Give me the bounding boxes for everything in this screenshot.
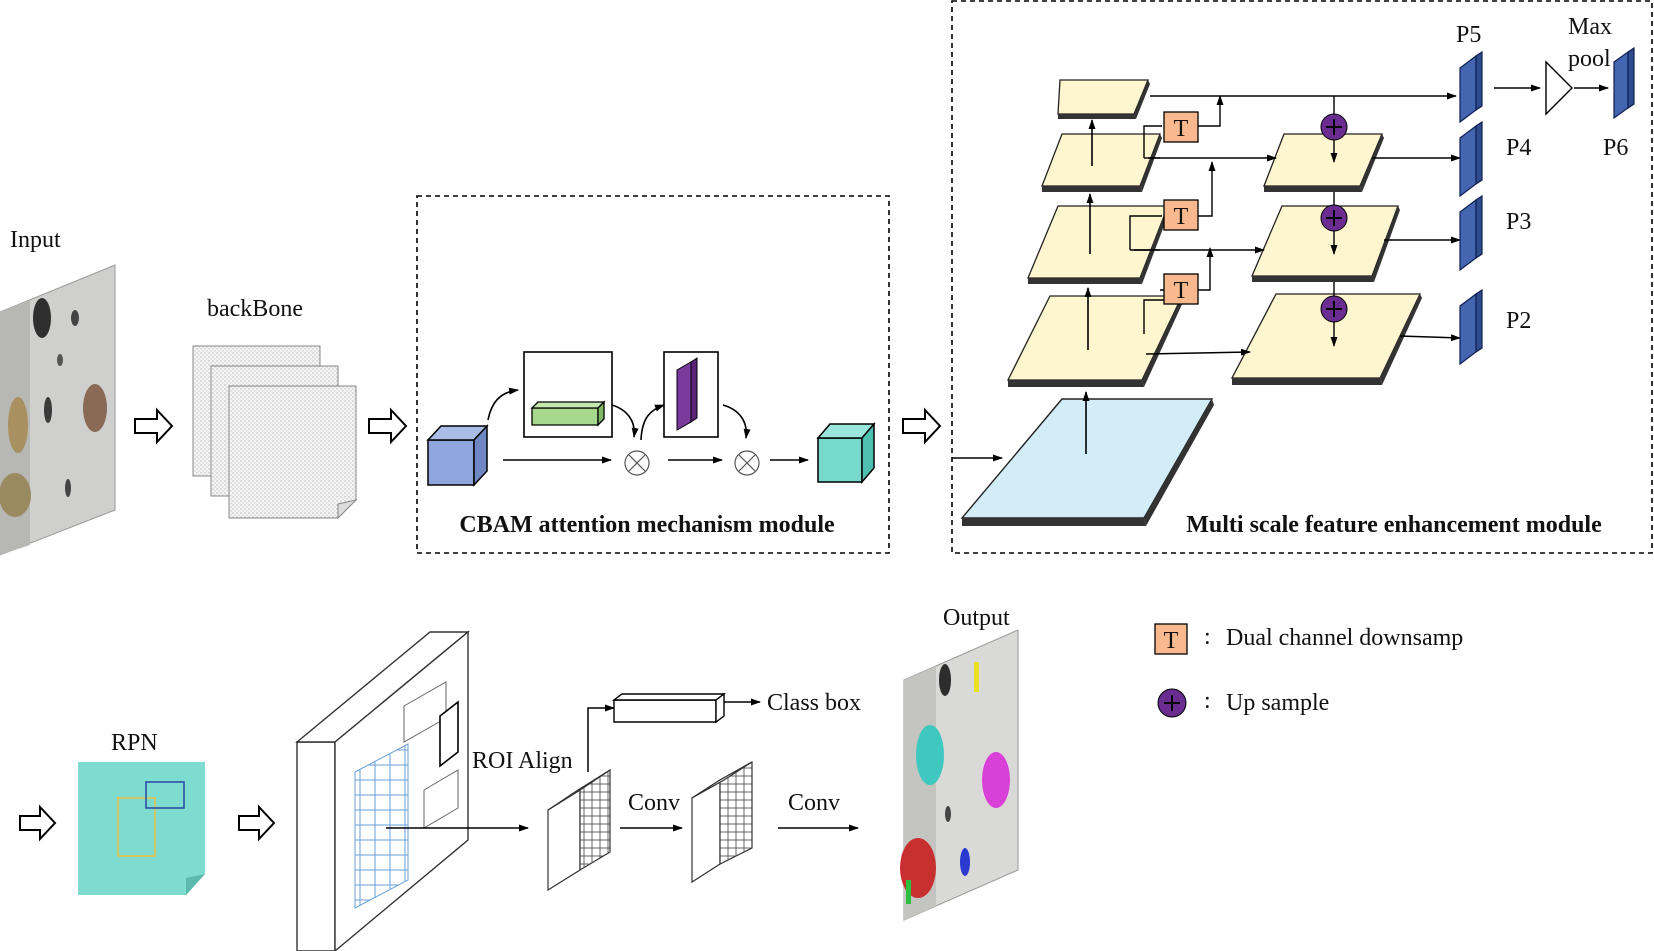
hollow-arrow-1	[134, 407, 174, 445]
p3-label: P3	[1506, 209, 1531, 235]
max-pool-icon	[1545, 60, 1573, 116]
svg-text:T: T	[1174, 204, 1189, 230]
roi-align-label: ROI Align	[472, 748, 573, 774]
pyramid-left-level-4	[1006, 295, 1184, 387]
cbam-input-cube	[426, 424, 489, 487]
max-pool-label-line2: pool	[1568, 46, 1611, 72]
pyramid-left-level-1	[1057, 79, 1150, 119]
msfe-title: Multi scale feature enhancement module	[1186, 512, 1602, 538]
rpn-label: RPN	[111, 730, 158, 756]
lateral-arrows	[1134, 84, 1609, 356]
legend-colon-2: :	[1204, 688, 1211, 714]
upsample-node-2	[1320, 204, 1348, 232]
backbone-label: backBone	[207, 296, 303, 322]
p6-block	[1613, 46, 1635, 120]
roi-arrows	[386, 698, 859, 832]
p2-label: P2	[1506, 308, 1531, 334]
base-feature-map	[960, 398, 1214, 526]
pyramid-right-level-2	[1263, 133, 1384, 192]
msfe-module-border	[951, 0, 1653, 554]
class-box-label: Class box	[767, 690, 861, 716]
hollow-arrow-2	[368, 407, 408, 445]
p4-label: P4	[1506, 135, 1531, 161]
input-label: Input	[10, 227, 61, 253]
cbam-title: CBAM attention mechanism module	[459, 512, 835, 538]
pyramid-right-level-3	[1251, 205, 1400, 282]
legend-t-icon: T	[1154, 623, 1188, 655]
hollow-arrow-5	[238, 804, 276, 842]
p5-block	[1459, 50, 1483, 124]
rpn-map	[78, 762, 205, 895]
pyramid-left-level-3	[1027, 205, 1170, 284]
legend-colon-1: :	[1204, 624, 1211, 650]
conv-label-2: Conv	[788, 790, 840, 816]
svg-text:T: T	[1174, 278, 1189, 304]
conv-block-2	[691, 760, 753, 884]
downsample-t-box-2: T	[1163, 199, 1199, 231]
channel-attention-box	[523, 351, 613, 438]
p5-label: P5	[1456, 22, 1481, 48]
p2-block	[1459, 288, 1483, 366]
svg-text:T: T	[1164, 628, 1179, 654]
multiply-icon-1	[624, 450, 650, 476]
upsample-node-1	[1320, 113, 1348, 141]
legend-upsample-icon	[1157, 688, 1187, 718]
hollow-arrow-4	[19, 804, 57, 842]
legend-upsample-label: Up sample	[1226, 690, 1329, 716]
p3-block	[1459, 194, 1483, 272]
p4-block	[1459, 120, 1483, 198]
input-image	[0, 264, 116, 556]
cbam-module-border	[416, 195, 890, 554]
cbam-arrows	[487, 387, 809, 464]
legend-downsample-label: Dual channel downsamp	[1226, 625, 1463, 651]
upsample-node-3	[1320, 295, 1348, 323]
backbone-stack	[192, 345, 358, 520]
bottom-up-arrows	[1082, 119, 1096, 454]
legend: T : Dual channel downsamp : Up sample	[1154, 623, 1463, 718]
output-label: Output	[943, 605, 1010, 631]
pyramid-left-level-2	[1041, 133, 1162, 192]
multiply-icon-2	[734, 450, 760, 476]
pyramid-right-level-4	[1230, 293, 1422, 385]
hollow-arrow-3	[902, 407, 942, 445]
p6-label: P6	[1603, 135, 1628, 161]
max-pool-label-line1: Max	[1568, 14, 1612, 40]
conv-label-1: Conv	[628, 790, 680, 816]
downsample-t-box-1: T	[1163, 273, 1199, 305]
output-image	[900, 629, 1019, 921]
spatial-attention-box	[663, 351, 719, 438]
conv-block-1	[547, 768, 611, 892]
downsample-t-box-3: T	[1163, 111, 1199, 143]
roi-feature-board	[295, 630, 470, 951]
svg-text:T: T	[1174, 116, 1189, 142]
class-box-bar	[611, 692, 727, 724]
cbam-output-cube	[816, 421, 876, 485]
